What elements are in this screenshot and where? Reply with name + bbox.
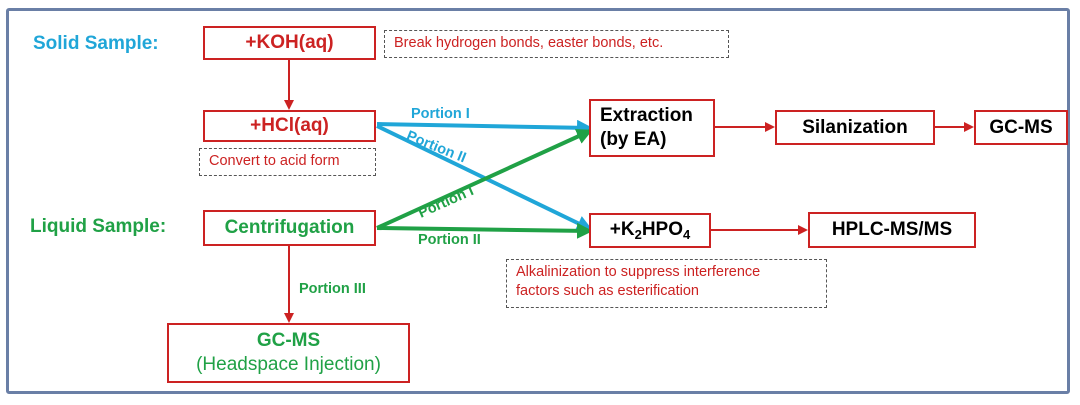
- arrow-cent-to-k2: [376, 222, 593, 239]
- koh-step-box: +KOH(aq): [203, 26, 376, 60]
- gcms-headspace-subtitle: (Headspace Injection): [196, 354, 381, 375]
- centrifugation-step-box: Centrifugation: [203, 210, 376, 246]
- convert-acid-note: Convert to acid form: [199, 148, 376, 176]
- k2hpo4-prefix: +K: [609, 219, 635, 240]
- portion-3-label: Portion III: [299, 281, 366, 297]
- arrow-hcl-to-ext: [376, 119, 593, 136]
- gcms-headspace-title: GC-MS: [256, 330, 321, 351]
- silanization-step-label: Silanization: [802, 116, 908, 138]
- k2hpo4-step-box: +K2HPO4: [589, 213, 711, 248]
- solid-sample-label: Solid Sample:: [33, 33, 159, 54]
- k2hpo4-label: +K2HPO4: [610, 219, 690, 242]
- portion-2-green-label: Portion II: [418, 232, 481, 248]
- arrow-cent-to-ext: [376, 129, 593, 230]
- extraction-label-line2: (by EA): [600, 129, 667, 150]
- k2hpo4-sub2: 4: [683, 227, 691, 242]
- break-bonds-note: Break hydrogen bonds, easter bonds, etc.: [384, 30, 729, 58]
- hplc-step-box: HPLC-MS/MS: [808, 212, 976, 248]
- silanization-step-box: Silanization: [775, 110, 935, 145]
- centrifugation-step-label: Centrifugation: [224, 217, 355, 238]
- alkalinization-note: Alkalinization to suppress interference …: [506, 259, 827, 308]
- koh-step-label: +KOH(aq): [245, 32, 334, 53]
- gcms-top-box: GC-MS: [974, 110, 1068, 145]
- k2hpo4-mid: HPO: [641, 219, 683, 240]
- gcms-headspace-box: GC-MS (Headspace Injection): [167, 323, 410, 383]
- liquid-sample-label: Liquid Sample:: [30, 216, 167, 237]
- alkalinization-note-line2: factors such as esterification: [516, 283, 699, 299]
- alkalinization-note-line1: Alkalinization to suppress interference: [516, 264, 761, 280]
- hplc-step-label: HPLC-MS/MS: [831, 219, 953, 240]
- k2hpo4-sub1: 2: [634, 227, 642, 242]
- hcl-step-label: +HCl(aq): [250, 115, 329, 136]
- extraction-label-line1: Extraction: [600, 105, 693, 126]
- portion-1-blue-label: Portion I: [411, 106, 470, 122]
- hcl-step-box: +HCl(aq): [203, 110, 376, 142]
- diagram-frame: [6, 8, 1070, 394]
- extraction-step-box: Extraction (by EA): [589, 99, 715, 157]
- gcms-top-label: GC-MS: [989, 116, 1053, 138]
